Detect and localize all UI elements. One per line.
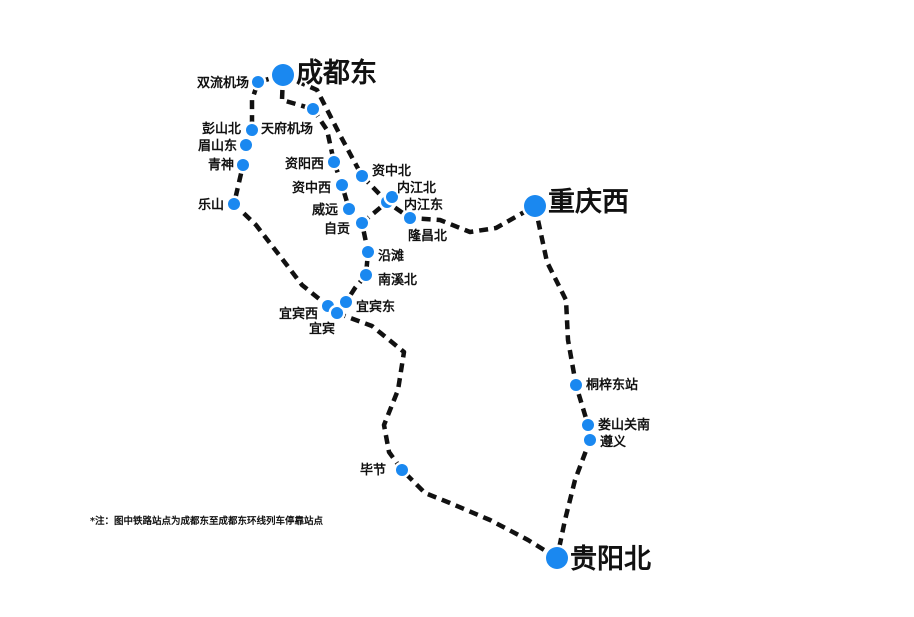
station-dot-chongqingxi [524, 195, 546, 217]
station-label-nanxibei: 南溪北 [378, 272, 417, 288]
station-dot-bijie [396, 464, 408, 476]
track-east-line-dash [282, 72, 537, 235]
station-dot-guiyangbei [546, 547, 568, 569]
station-label-loushanguannan: 娄山关南 [598, 417, 650, 433]
station-dot-loushanguannan [582, 419, 594, 431]
station-label-leshan: 乐山 [198, 197, 224, 213]
station-label-zunyi: 遵义 [600, 434, 627, 450]
station-dot-chengdudong [272, 64, 294, 86]
station-label-neijiangbei: 内江北 [397, 180, 436, 196]
station-dot-leshan [228, 198, 240, 210]
station-label-ziyangxi: 资阳西 [285, 156, 324, 172]
station-dot-weiyuan [343, 203, 355, 215]
rail-tracks [231, 72, 593, 561]
station-dot-neijiangdong [386, 191, 398, 203]
station-label-qingshen: 青神 [208, 157, 234, 173]
station-dot-tongzidong [570, 379, 582, 391]
station-label-meishandong: 眉山东 [198, 138, 237, 154]
track-chongqing-guiyang-dash [532, 205, 593, 559]
station-label-yantan: 沿滩 [378, 248, 404, 264]
station-dot-yantan [362, 246, 374, 258]
station-label-chongqingxi: 重庆西 [548, 186, 629, 218]
station-dot-zizhongxi [336, 179, 348, 191]
station-label-zizhongbei: 资中北 [372, 163, 411, 179]
station-label-yibindong: 宜宾东 [356, 299, 395, 315]
station-dot-qingshen [237, 159, 249, 171]
station-label-zizhongxi: 资中西 [292, 180, 331, 196]
station-dot-longchangbei [404, 212, 416, 224]
station-markers [225, 61, 599, 572]
station-label-chengdudong: 成都东 [296, 57, 377, 89]
station-label-yibin: 宜宾 [309, 321, 335, 337]
station-dot-ziyangxi [328, 156, 340, 168]
station-label-tongzidong: 桐梓东站 [586, 377, 638, 393]
station-label-bijie: 毕节 [360, 462, 386, 478]
station-dot-shuangliu [252, 76, 264, 88]
track-yibin-guiyang [334, 310, 560, 561]
station-dot-tianfu [307, 103, 319, 115]
station-label-longchangbei: 隆昌北 [408, 228, 447, 244]
station-dot-zigong [356, 217, 368, 229]
station-label-weiyuan: 威远 [312, 202, 338, 218]
station-label-zigong: 自贡 [324, 221, 350, 237]
track-yibin-guiyang-dash [336, 310, 559, 560]
station-label-tianfu: 天府机场 [261, 121, 313, 137]
station-label-shuangliu: 双流机场 [197, 75, 249, 91]
station-dot-yibin [331, 307, 343, 319]
station-label-neijiangdong: 内江东 [404, 197, 443, 213]
station-dot-pengshanbei [246, 124, 258, 136]
station-dot-zizhongbei [356, 170, 368, 182]
station-dot-nanxibei [360, 269, 372, 281]
station-dot-yibindong [340, 296, 352, 308]
map-footnote: *注：图中铁路站点为成都东至成都东环线列车停靠站点 [90, 515, 323, 527]
station-label-pengshanbei: 彭山北 [202, 121, 241, 137]
station-label-guiyangbei: 贵阳北 [570, 544, 651, 575]
station-label-yibinxi: 宜宾西 [279, 306, 318, 322]
station-dot-zunyi [584, 434, 596, 446]
station-dot-meishandong [240, 139, 252, 151]
